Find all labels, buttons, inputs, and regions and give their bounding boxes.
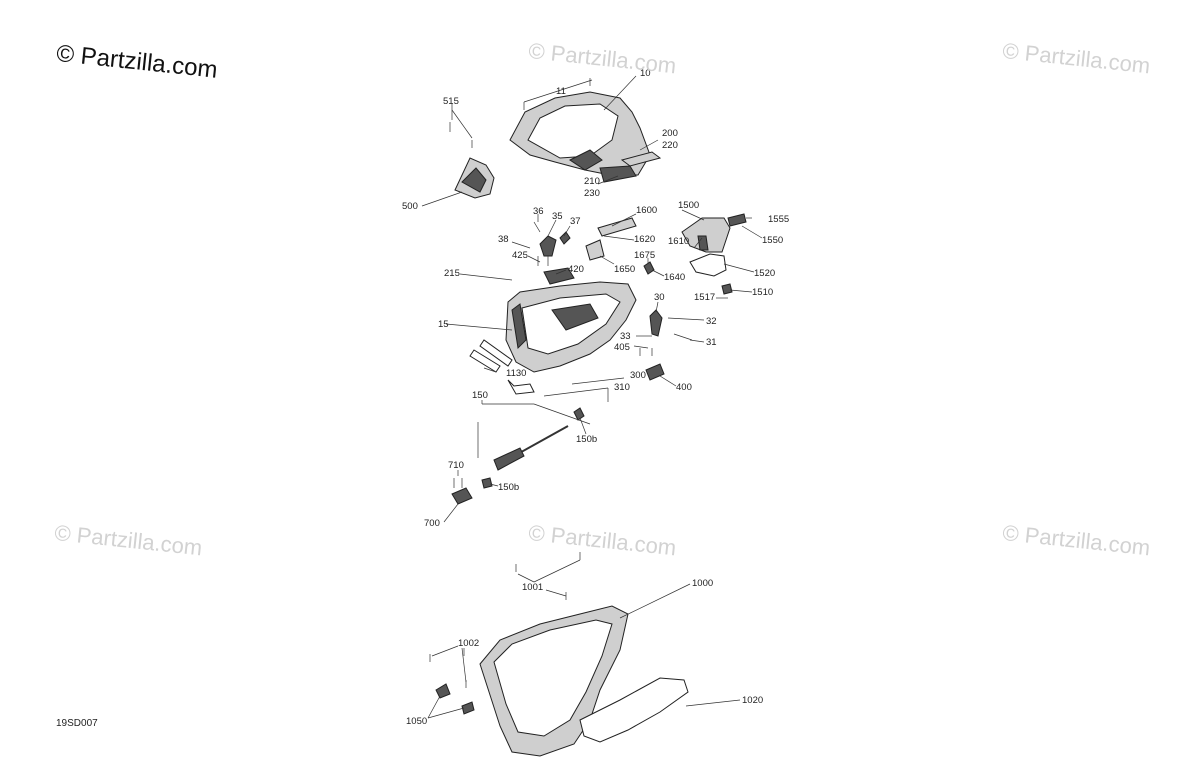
callout-38: 38 [498, 234, 509, 245]
handle-part [469, 339, 535, 395]
callout-310: 310 [614, 382, 630, 393]
screw-part [523, 78, 591, 110]
storage-lid-part [585, 217, 655, 275]
release-cable-part [493, 407, 585, 471]
callout-405: 405 [614, 342, 630, 353]
callout-1550: 1550 [762, 235, 783, 246]
callout-1650: 1650 [614, 264, 635, 275]
bracket-part [533, 221, 575, 285]
front-cover-part [454, 157, 495, 199]
callout-1050: 1050 [406, 716, 427, 727]
callout-1517: 1517 [694, 292, 715, 303]
callout-710: 710 [448, 460, 464, 471]
callout-35: 35 [552, 211, 563, 222]
callout-1640: 1640 [664, 272, 685, 283]
callout-37: 37 [570, 216, 581, 227]
callout-150: 150 [472, 390, 488, 401]
callout-11: 11 [556, 86, 566, 97]
callout-425: 425 [512, 250, 528, 261]
callout-1600: 1600 [636, 205, 657, 216]
release-handle-part [451, 477, 493, 505]
main-storage-body-part [505, 281, 637, 373]
callout-1002: 1002 [458, 638, 479, 649]
fastener-part [449, 122, 473, 148]
latch-part [639, 309, 693, 381]
callout-31: 31 [706, 337, 717, 348]
callout-300: 300 [630, 370, 646, 381]
callout-30: 30 [654, 292, 665, 303]
callout-230: 230 [584, 188, 600, 199]
leader-lines [421, 75, 763, 719]
callout-36: 36 [533, 206, 544, 217]
storage-bin-part [479, 605, 629, 757]
callout-1130: 1130 [506, 368, 526, 379]
callout-1555: 1555 [768, 214, 789, 225]
callout-215: 215 [444, 268, 460, 279]
diagram-code: 19SD007 [56, 718, 98, 729]
callout-150b-bottom: 150b [498, 482, 519, 493]
callout-220: 220 [662, 140, 678, 151]
callout-15: 15 [438, 319, 449, 330]
callout-1000: 1000 [692, 578, 713, 589]
callout-210: 210 [584, 176, 600, 187]
callout-400: 400 [676, 382, 692, 393]
callout-500: 500 [402, 201, 418, 212]
seat-top-cover-part [509, 91, 651, 176]
callout-1020: 1020 [742, 695, 763, 706]
callout-1620: 1620 [634, 234, 655, 245]
callout-1520: 1520 [754, 268, 775, 279]
callout-1500: 1500 [678, 200, 699, 211]
callout-labels: 10 11 515 200 220 210 230 500 36 35 37 3… [402, 68, 789, 727]
gasket-part [579, 677, 689, 743]
callout-1610: 1610 [668, 236, 689, 247]
callout-10: 10 [640, 68, 651, 79]
callout-1001: 1001 [522, 582, 543, 593]
callout-200: 200 [662, 128, 678, 139]
callout-700: 700 [424, 518, 440, 529]
callout-33: 33 [620, 331, 631, 342]
callout-1675: 1675 [634, 250, 655, 261]
callout-515: 515 [443, 96, 459, 107]
callout-1510: 1510 [752, 287, 773, 298]
callout-420: 420 [568, 264, 584, 275]
glove-box-part [681, 213, 747, 295]
callout-32: 32 [706, 316, 717, 327]
decal-part [599, 151, 662, 183]
callout-150b-top: 150b [576, 434, 597, 445]
clip-part [435, 683, 475, 715]
